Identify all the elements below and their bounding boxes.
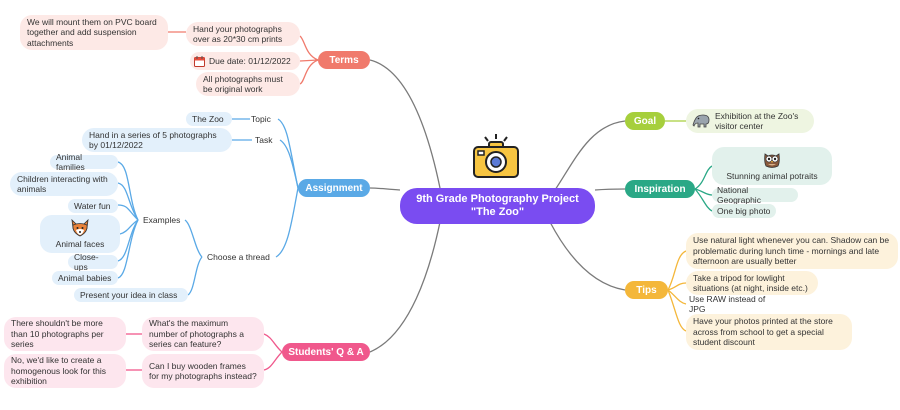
due-date-text: Due date: 01/12/2022 [209, 55, 291, 66]
goal-item[interactable]: Exhibition at the Zoo's visitor center [686, 109, 814, 133]
calendar-icon [194, 55, 205, 67]
terms-item-prints[interactable]: Hand your photographs over as 20*30 cm p… [186, 22, 300, 46]
assignment-topic[interactable]: Topic [251, 113, 271, 124]
camera-icon [468, 132, 524, 180]
elephant-icon [692, 114, 712, 128]
example-animal-families[interactable]: Animal families [50, 152, 118, 172]
portraits-label: Stunning animal potraits [726, 170, 818, 181]
inspiration-big-photo[interactable]: One big photo [712, 204, 776, 218]
assignment-present[interactable]: Present your idea in class [74, 288, 188, 302]
qa-question-max[interactable]: What's the maximum number of photographs… [142, 317, 264, 351]
assignment-branch[interactable]: Assignment [298, 179, 370, 197]
example-water-fun[interactable]: Water fun [68, 199, 118, 213]
qa-answer-max[interactable]: There shouldn't be more than 10 photogra… [4, 317, 126, 351]
inspiration-branch[interactable]: Inspiration [625, 180, 695, 198]
terms-item-due-date[interactable]: Due date: 01/12/2022 [190, 52, 300, 70]
inspiration-portraits[interactable]: Stunning animal potraits [712, 147, 832, 185]
assignment-thread[interactable]: Choose a thread [207, 251, 270, 262]
assignment-task-value[interactable]: Hand in a series of 5 photographs by 01/… [82, 128, 232, 152]
example-children-animals[interactable]: Children interacting with animals [10, 172, 118, 196]
example-animal-babies[interactable]: Animal babies [52, 271, 118, 285]
tips-branch[interactable]: Tips [625, 281, 668, 299]
terms-sub-mount[interactable]: We will mount them on PVC board together… [20, 15, 168, 50]
qa-question-frames[interactable]: Can I buy wooden frames for my photograp… [142, 354, 264, 388]
fox-icon [70, 218, 90, 237]
central-topic[interactable]: 9th Grade Photography Project "The Zoo" [400, 188, 595, 224]
assignment-examples[interactable]: Examples [143, 214, 181, 225]
terms-branch[interactable]: Terms [318, 51, 370, 69]
assignment-task[interactable]: Task [255, 134, 273, 145]
goal-text: Exhibition at the Zoo's visitor center [715, 110, 799, 132]
owl-icon [762, 151, 782, 169]
goal-branch[interactable]: Goal [625, 112, 665, 130]
qa-answer-frames[interactable]: No, we'd like to create a homogenous loo… [4, 354, 126, 388]
central-title: 9th Grade Photography Project [416, 193, 579, 205]
terms-item-original[interactable]: All photographs must be original work [196, 72, 300, 96]
assignment-topic-value[interactable]: The Zoo [186, 112, 232, 126]
example-close-ups[interactable]: Close-ups [68, 252, 118, 272]
tip-raw[interactable]: Use RAW instead of JPG [689, 293, 766, 315]
animal-faces-label: Animal faces [55, 238, 105, 249]
central-subtitle: "The Zoo" [470, 206, 525, 218]
inspiration-natgeo[interactable]: National Geographic [712, 185, 798, 205]
qa-branch[interactable]: Students' Q & A [282, 343, 370, 361]
tip-tripod[interactable]: Take a tripod for lowlight situations (a… [686, 271, 818, 295]
tip-natural-light[interactable]: Use natural light whenever you can. Shad… [686, 233, 898, 269]
example-animal-faces[interactable]: Animal faces [40, 215, 120, 253]
tip-printing[interactable]: Have your photos printed at the store ac… [686, 314, 852, 350]
